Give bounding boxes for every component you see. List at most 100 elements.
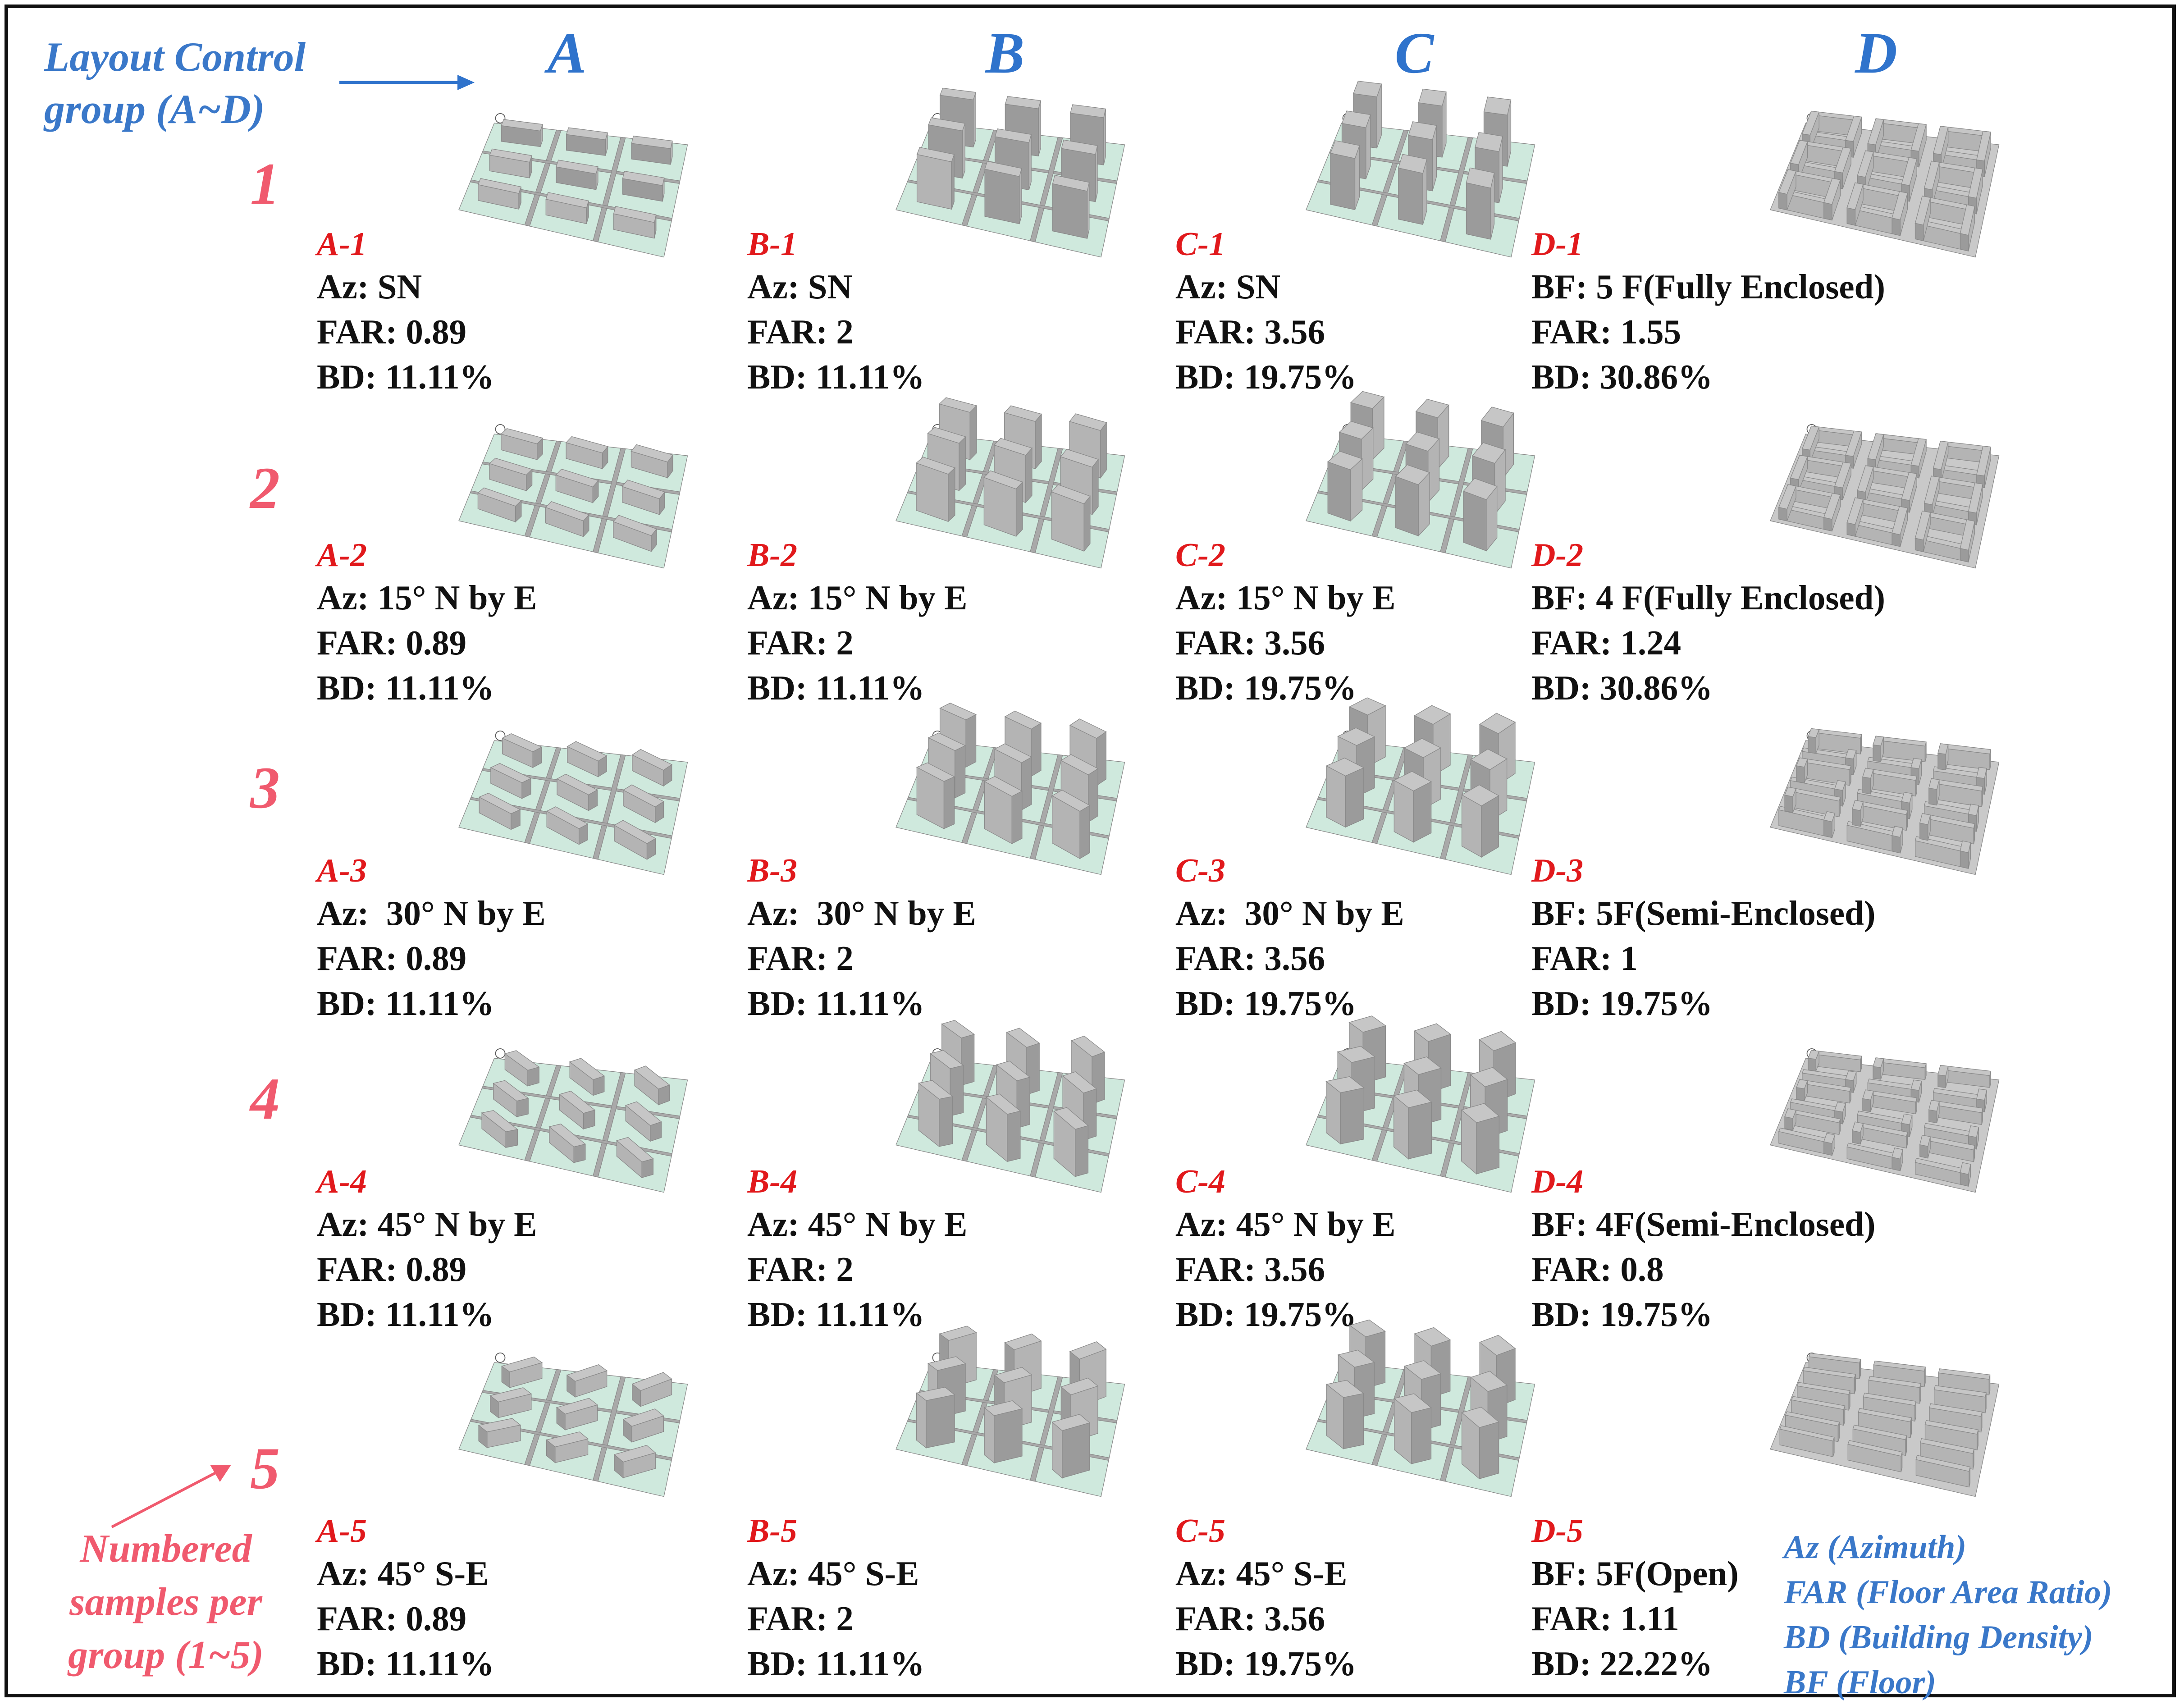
building-face xyxy=(1914,223,1924,242)
sample-line3: BD: 11.11% xyxy=(317,984,494,1023)
building-roof xyxy=(1479,1031,1517,1051)
sample-line2: FAR: 1 xyxy=(1531,939,1638,978)
building-roof xyxy=(1327,451,1363,471)
building-roof xyxy=(928,117,966,132)
legend-bottom-line-1: Numbered xyxy=(80,1527,252,1571)
sample-line3: BD: 19.75% xyxy=(1531,984,1713,1023)
building-roof xyxy=(622,171,665,186)
building-roof xyxy=(1337,1046,1375,1063)
row-label-5: 5 xyxy=(250,1435,280,1501)
compass-icon xyxy=(495,1048,506,1059)
building-roof xyxy=(631,749,672,771)
building-roof xyxy=(1418,88,1447,106)
building-face xyxy=(1919,1144,1928,1159)
sample-id: C-4 xyxy=(1175,1163,1225,1200)
building-face xyxy=(1083,495,1091,552)
sample-line1: Az: 45° N by E xyxy=(747,1205,968,1243)
layout-model-b-5 xyxy=(896,1326,1125,1497)
building-face xyxy=(1021,756,1032,811)
abbrev-bf: BF (Floor) xyxy=(1784,1664,1936,1701)
building-face xyxy=(1937,753,1946,771)
building-roof xyxy=(1060,1377,1099,1395)
building-roof xyxy=(1867,433,1884,460)
building-face xyxy=(1862,776,1871,795)
building-roof xyxy=(1863,1392,1917,1406)
numbered-samples-legend: Numbered samples per group (1~5) xyxy=(40,1522,292,1682)
building-face xyxy=(1823,819,1832,838)
sample-line3: BD: 19.75% xyxy=(1175,1295,1357,1334)
building-roof xyxy=(1461,1407,1499,1428)
sample-line3: BD: 11.11% xyxy=(317,357,494,396)
building-face xyxy=(1852,1130,1861,1145)
building-face xyxy=(1100,421,1107,479)
building-roof xyxy=(548,1123,586,1147)
sample-line3: BD: 11.11% xyxy=(747,357,925,396)
sample-id: D-1 xyxy=(1531,226,1584,263)
layout-model-d-4 xyxy=(1770,1048,2000,1193)
building-roof xyxy=(556,160,599,174)
building-face xyxy=(1343,1393,1364,1449)
building-roof xyxy=(489,148,532,163)
building-face xyxy=(1892,532,1901,547)
building-face xyxy=(1784,1116,1793,1131)
building-roof xyxy=(566,1364,608,1382)
sample-line3: BD: 11.11% xyxy=(747,984,925,1023)
sample-line2: FAR: 2 xyxy=(747,1599,854,1638)
sample-line1: Az: 45° S-E xyxy=(747,1554,919,1593)
building-roof xyxy=(1807,728,1820,738)
sample-line1: Az: 30° N by E xyxy=(747,894,976,932)
building-roof xyxy=(1823,493,1841,520)
building-face xyxy=(1808,736,1816,754)
building-roof xyxy=(1846,182,1864,210)
building-roof xyxy=(500,428,544,444)
building-roof xyxy=(1924,475,1940,505)
building-roof xyxy=(1968,804,1979,816)
building-roof xyxy=(559,1091,596,1114)
building-roof xyxy=(1910,438,1927,467)
building-roof xyxy=(1051,790,1091,812)
building-roof xyxy=(984,776,1023,797)
building-face xyxy=(1784,795,1793,813)
sample-line3: BD: 11.11% xyxy=(317,668,494,707)
sample-line2: FAR: 1.24 xyxy=(1531,623,1681,662)
building-roof xyxy=(1471,442,1506,464)
sample-line1: Az: 30° N by E xyxy=(1175,894,1404,932)
building-roof xyxy=(1061,139,1098,155)
building-roof xyxy=(1924,160,1940,190)
building-face xyxy=(1025,447,1033,503)
building-roof xyxy=(1403,1056,1442,1075)
building-face xyxy=(1327,461,1351,521)
building-roof xyxy=(994,1367,1033,1383)
building-face xyxy=(1408,1102,1432,1160)
sample-line2: FAR: 2 xyxy=(747,623,854,662)
building-roof xyxy=(477,487,522,507)
sample-line3: BD: 11.11% xyxy=(747,1644,925,1683)
building-roof xyxy=(631,135,673,149)
building-roof xyxy=(1796,757,1808,768)
sample-line1: BF: 4 F(Fully Enclosed) xyxy=(1531,578,1885,617)
sample-line2: FAR: 3.56 xyxy=(1175,623,1325,662)
building-roof xyxy=(1479,1335,1516,1356)
building-roof xyxy=(1325,758,1365,777)
building-roof xyxy=(1846,497,1864,525)
building-face xyxy=(1862,1098,1871,1112)
building-roof xyxy=(1395,464,1430,485)
building-face xyxy=(1481,795,1499,858)
building-roof xyxy=(1845,1070,1857,1081)
sample-line2: FAR: 3.56 xyxy=(1175,1599,1325,1638)
building-roof xyxy=(625,1101,662,1126)
building-roof xyxy=(1470,1371,1508,1392)
building-roof xyxy=(1006,1028,1040,1048)
layout-control-legend: Layout Control group (A~D) xyxy=(44,31,342,135)
building-roof xyxy=(1403,1360,1442,1380)
building-roof xyxy=(613,1445,656,1463)
building-roof xyxy=(1914,196,1931,226)
sample-line3: BD: 19.75% xyxy=(1175,1644,1357,1683)
building-roof xyxy=(622,1408,664,1427)
building-roof xyxy=(1470,749,1508,770)
